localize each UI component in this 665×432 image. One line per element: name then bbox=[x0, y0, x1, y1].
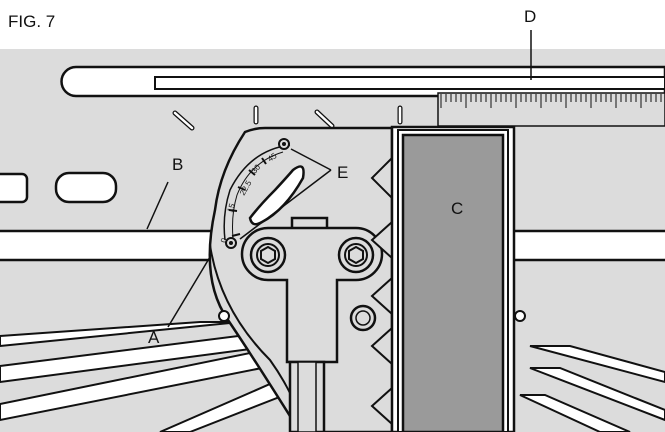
scale-arc-inner bbox=[232, 151, 284, 239]
slot-left-edge bbox=[0, 172, 29, 204]
scale-mark-15: 15 bbox=[225, 202, 237, 214]
marker-dot-left bbox=[218, 310, 230, 322]
bevel-slot bbox=[248, 165, 305, 226]
scale-ticks bbox=[228, 157, 267, 237]
callout-a: A bbox=[148, 328, 160, 347]
slot-left bbox=[54, 171, 118, 204]
leader-lines bbox=[146, 30, 532, 328]
figure-title: FIG. 7 bbox=[8, 12, 56, 31]
ruler-ticks bbox=[440, 94, 662, 108]
callout-d: D bbox=[524, 7, 536, 26]
fence-teeth bbox=[370, 155, 393, 427]
fence-face bbox=[401, 133, 505, 432]
callout-e: E bbox=[337, 163, 348, 182]
callout-c: C bbox=[451, 199, 463, 218]
ruler-bar bbox=[154, 76, 665, 90]
scale-mark-0: 0 bbox=[219, 237, 229, 243]
scale-arc-outer bbox=[223, 144, 291, 241]
table-grooves-left bbox=[0, 321, 284, 432]
marker-dot-right bbox=[514, 310, 526, 322]
callout-b: B bbox=[172, 155, 183, 174]
table-grooves-right bbox=[519, 345, 665, 432]
